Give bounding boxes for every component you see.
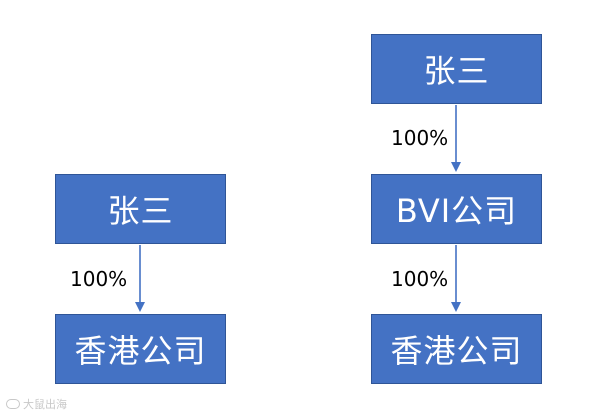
right-bvi-company-box: BVI公司 xyxy=(371,174,542,244)
right-hk-company-label: 香港公司 xyxy=(390,332,523,370)
right-ownership-percent-upper: 100% xyxy=(391,126,449,150)
watermark-text: 大鼠出海 xyxy=(23,398,67,411)
left-hk-company-box: 香港公司 xyxy=(55,314,226,384)
left-shareholder-box: 张三 xyxy=(55,174,226,244)
right-ownership-percent-lower: 100% xyxy=(391,267,449,291)
left-hk-company-label: 香港公司 xyxy=(74,332,207,370)
right-bvi-company-label: BVI公司 xyxy=(395,192,518,230)
left-shareholder-label: 张三 xyxy=(107,192,174,230)
right-arrow-lower xyxy=(451,245,461,312)
left-arrow xyxy=(135,245,145,312)
watermark-logo-icon xyxy=(6,399,20,409)
right-hk-company-box: 香港公司 xyxy=(371,314,542,384)
right-shareholder-box: 张三 xyxy=(371,34,542,104)
right-arrow-upper xyxy=(451,105,461,172)
watermark: 大鼠出海 xyxy=(6,396,67,412)
right-shareholder-label: 张三 xyxy=(423,52,490,90)
left-ownership-percent: 100% xyxy=(70,267,128,291)
